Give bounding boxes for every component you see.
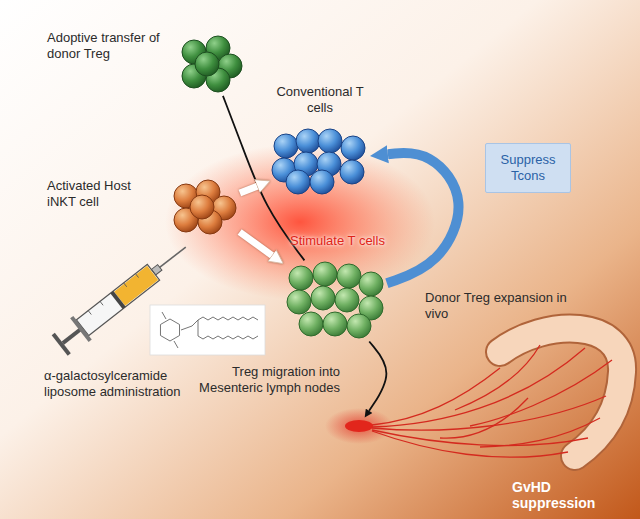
cell-group — [180, 36, 242, 94]
process-box: Suppress Tcons — [485, 143, 571, 193]
cell — [286, 170, 310, 194]
suppression-arrow — [387, 153, 459, 283]
cell — [274, 134, 298, 158]
box-text: Suppress Tcons — [493, 152, 563, 184]
lymph-node-spot: Treg migration into Mesenteric lymph nod… — [345, 420, 373, 432]
lymph-node-shape — [345, 420, 373, 432]
cell-cluster: Donor Treg expansion in vivo — [285, 262, 385, 340]
cell — [359, 272, 383, 296]
cell — [335, 288, 359, 312]
chemical-structure-panel — [150, 305, 265, 355]
cell-cluster: Conventional T cells — [272, 128, 368, 194]
label-anchor: α-galactosylceramide liposome administra… — [44, 368, 182, 400]
syringe — [50, 235, 195, 357]
cell — [190, 195, 214, 219]
node-label: Donor Treg expansion in vivo — [425, 290, 575, 322]
cell-group — [285, 262, 385, 340]
stimulation-arrow — [240, 232, 272, 255]
cell — [296, 129, 320, 153]
migration-arrow — [369, 342, 386, 411]
mesenteric-vessels — [372, 345, 612, 457]
cell — [347, 314, 371, 338]
label-anchor: GvHD suppression — [512, 479, 637, 511]
cell — [195, 52, 219, 76]
cell — [313, 262, 337, 286]
cell — [299, 312, 323, 336]
node-label: Treg migration into Mesenteric lymph nod… — [190, 364, 340, 396]
node-label: Adoptive transfer of donor Treg — [47, 30, 175, 62]
stimulation-arrow — [240, 186, 257, 193]
treatment-label: α-galactosylceramide liposome administra… — [44, 368, 182, 400]
cell — [289, 266, 313, 290]
cell — [310, 170, 334, 194]
cell — [340, 160, 364, 184]
node-label: Activated Host iNKT cell — [47, 178, 137, 210]
cell — [318, 129, 342, 153]
chemical-structure — [160, 312, 258, 348]
outcome-label: GvHD suppression — [512, 479, 637, 511]
label-anchor: Stimulate T cells — [290, 233, 410, 249]
cell-cluster: Activated Host iNKT cell — [172, 180, 238, 234]
stimulation-label: Stimulate T cells — [290, 233, 410, 249]
node-label: Conventional T cells — [275, 84, 365, 116]
cell-group — [272, 128, 368, 194]
cell — [337, 264, 361, 288]
cell — [341, 136, 365, 160]
lymph-node — [345, 420, 373, 432]
cell — [311, 286, 335, 310]
cell-cluster: Adoptive transfer of donor Treg — [180, 36, 242, 94]
cell-group — [172, 180, 238, 234]
cell — [287, 290, 311, 314]
cell — [323, 312, 347, 336]
